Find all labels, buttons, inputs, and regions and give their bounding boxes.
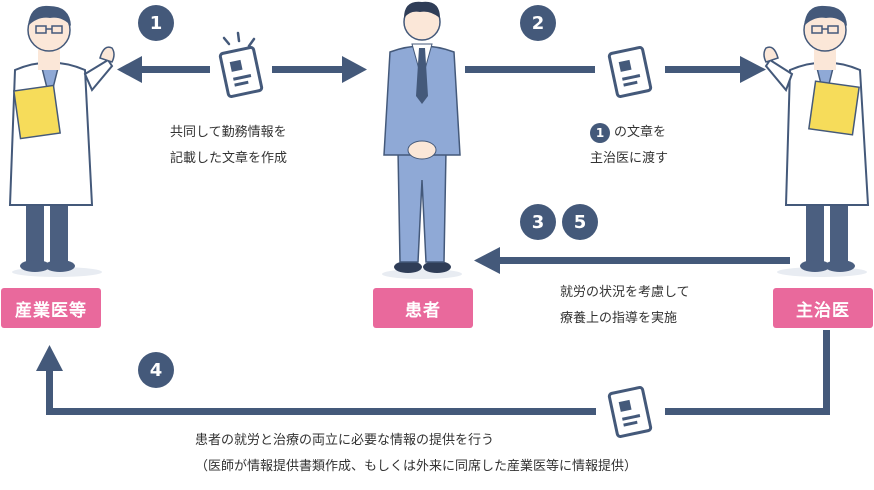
patient-illustration xyxy=(382,1,462,279)
step-badge-5: 5 xyxy=(562,204,598,240)
arrow-step2 xyxy=(465,56,766,83)
note-step4-line2: （医師が情報提供書類作成、もしくは外来に同席した産業医等に情報提供） xyxy=(195,459,638,474)
note-step35-line1: 就労の状況を考慮して xyxy=(560,285,690,300)
label-occupational-physician: 産業医等 xyxy=(1,288,101,328)
sparkle-icon xyxy=(222,31,256,48)
arrow-step35 xyxy=(474,247,790,274)
note-step1: 共同して勤務情報を 記載した文章を作成 xyxy=(170,120,287,172)
note-step35: 就労の状況を考慮して 療養上の指導を実施 xyxy=(560,280,690,332)
step-badge-3: 3 xyxy=(520,204,556,240)
label-patient: 患者 xyxy=(373,288,473,328)
note-step2-line1: 1 の文章を xyxy=(590,120,668,146)
note-step1-line1: 共同して勤務情報を xyxy=(170,125,287,140)
document-icon xyxy=(218,46,264,98)
step-badge-4: 4 xyxy=(138,352,174,388)
note-step2: 1 の文章を 主治医に渡す xyxy=(590,120,668,172)
step-badge-2: 2 xyxy=(520,5,556,41)
note-step2-line2: 主治医に渡す xyxy=(590,151,669,166)
document-icon xyxy=(607,46,653,98)
note-step4: 患者の就労と治療の両立に必要な情報の提供を行う （医師が情報提供書類作成、もしく… xyxy=(195,428,637,480)
note-step4-line1: 患者の就労と治療の両立に必要な情報の提供を行う xyxy=(195,433,495,448)
step2-ref-badge: 1 xyxy=(590,122,610,143)
note-step2-line1-text: の文章を xyxy=(614,125,667,140)
step-badge-1: 1 xyxy=(138,5,174,41)
arrow-step4 xyxy=(36,330,830,415)
arrow-step1 xyxy=(117,56,367,83)
attending-doctor-illustration xyxy=(763,5,870,277)
occupational-doctor-illustration xyxy=(8,5,115,277)
document-icon xyxy=(607,386,653,438)
note-step35-line2: 療養上の指導を実施 xyxy=(560,311,678,326)
note-step1-line2: 記載した文章を作成 xyxy=(170,151,288,166)
label-attending-physician: 主治医 xyxy=(773,288,873,328)
